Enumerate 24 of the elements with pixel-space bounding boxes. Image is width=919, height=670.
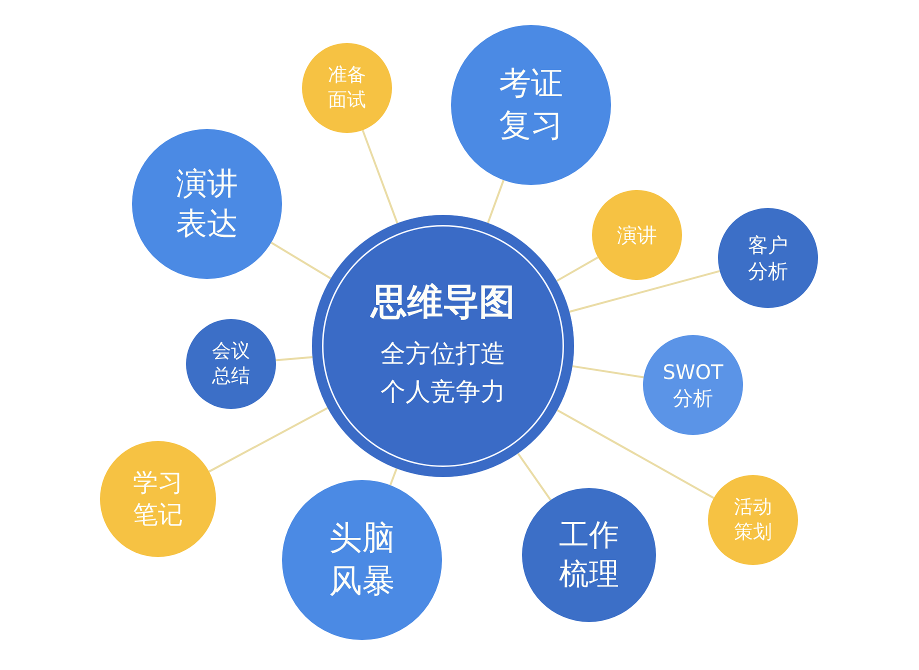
topic-label: 学习笔记 (132, 466, 184, 531)
topic-label: 头脑风暴 (328, 517, 396, 602)
connector-line (569, 270, 720, 313)
topic-label: 考证复习 (498, 63, 564, 146)
topic-label: 演讲 (616, 222, 658, 248)
connector-line (572, 365, 644, 378)
topic-label: 会议总结 (211, 339, 251, 389)
topic-label: 准备面试 (327, 63, 367, 113)
connector-line (389, 468, 398, 486)
connector-line (556, 409, 714, 499)
topic-label: 活动策划 (733, 495, 773, 545)
topic-label: 客户分析 (747, 232, 789, 284)
central-subtitle: 全方位打造个人竞争力 (380, 338, 506, 408)
connector-line (487, 180, 504, 224)
connector-line (517, 452, 552, 501)
connector-line (208, 407, 328, 472)
central-title: 思维导图 (371, 280, 515, 325)
connector-line (556, 256, 598, 282)
connector-line (270, 242, 332, 280)
connector-line (276, 356, 313, 362)
topic-label: 演讲表达 (174, 164, 239, 244)
topic-label: SWOT分析 (662, 359, 724, 411)
connector-line (362, 130, 398, 224)
topic-label: 工作梳理 (558, 517, 620, 594)
